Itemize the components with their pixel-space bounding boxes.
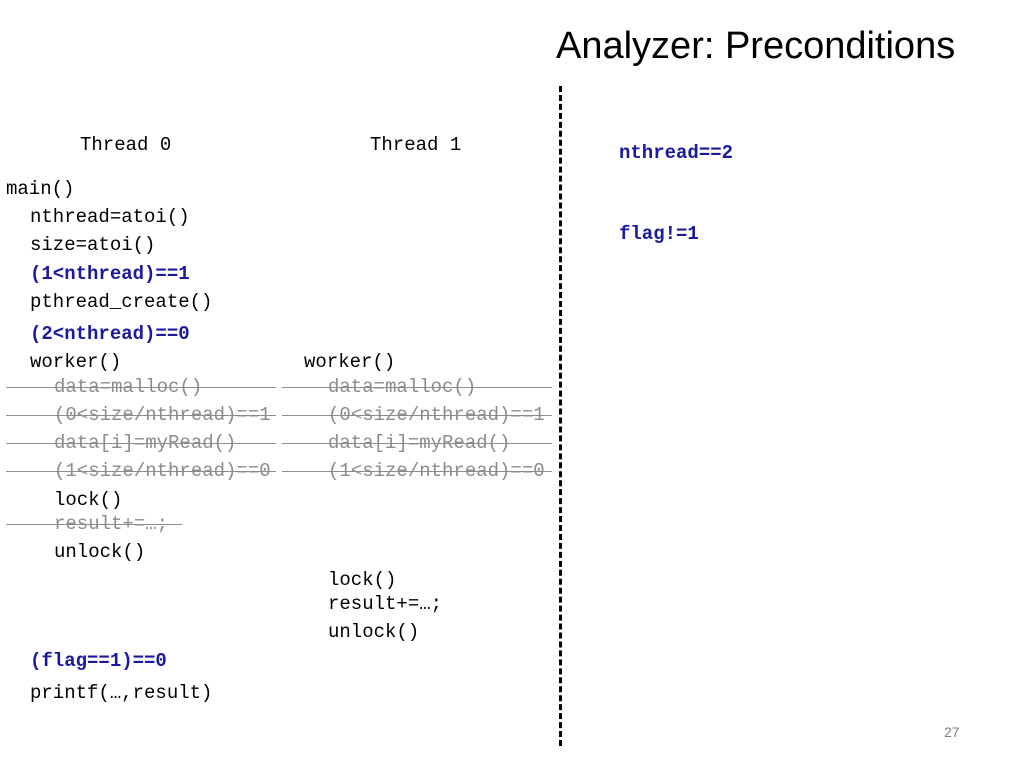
code-unlock-t0: unlock() [54, 541, 146, 563]
strikethrough-line [6, 524, 182, 525]
strikethrough-line [282, 443, 552, 444]
code-nthread-assign: nthread=atoi() [30, 206, 190, 228]
thread1-header: Thread 1 [370, 134, 462, 156]
branch-condition-nthread-1: (1<nthread)==1 [30, 263, 190, 285]
thread0-header: Thread 0 [80, 134, 172, 156]
code-myread-t1: data[i]=myRead() [328, 432, 511, 454]
dashed-divider [559, 86, 562, 746]
code-cond-size-1-t1: (0<size/nthread)==1 [328, 404, 545, 426]
code-pthread-create: pthread_create() [30, 291, 213, 313]
code-cond-size-2-t1: (1<size/nthread)==0 [328, 460, 545, 482]
code-myread-t0: data[i]=myRead() [54, 432, 237, 454]
slide-title: Analyzer: Preconditions [556, 25, 956, 67]
code-malloc-t1: data=malloc() [328, 376, 477, 398]
code-cond-size-1-t0: (0<size/nthread)==1 [54, 404, 271, 426]
branch-condition-flag: (flag==1)==0 [30, 650, 167, 672]
precondition-nthread: nthread==2 [619, 142, 734, 164]
branch-condition-nthread-2: (2<nthread)==0 [30, 323, 190, 345]
code-lock-t0: lock() [54, 489, 123, 511]
code-printf: printf(…,result) [30, 682, 213, 704]
code-cond-size-2-t0: (1<size/nthread)==0 [54, 460, 271, 482]
code-worker-t1: worker() [304, 351, 396, 373]
code-lock-t1: lock() [328, 569, 397, 591]
code-worker-t0: worker() [30, 351, 122, 373]
code-malloc-t0: data=malloc() [54, 376, 203, 398]
strikethrough-line [6, 443, 276, 444]
page-number: 27 [944, 724, 960, 740]
code-main: main() [6, 178, 75, 200]
code-result-t1: result+=…; [328, 593, 443, 615]
strikethrough-line [6, 471, 276, 472]
strikethrough-line [282, 415, 552, 416]
code-result-t0: result+=…; [54, 513, 169, 535]
code-size-assign: size=atoi() [30, 234, 156, 256]
precondition-flag: flag!=1 [619, 223, 699, 245]
strikethrough-line [6, 415, 276, 416]
strikethrough-line [282, 471, 552, 472]
code-unlock-t1: unlock() [328, 621, 420, 643]
strikethrough-line [6, 387, 276, 388]
strikethrough-line [282, 387, 552, 388]
